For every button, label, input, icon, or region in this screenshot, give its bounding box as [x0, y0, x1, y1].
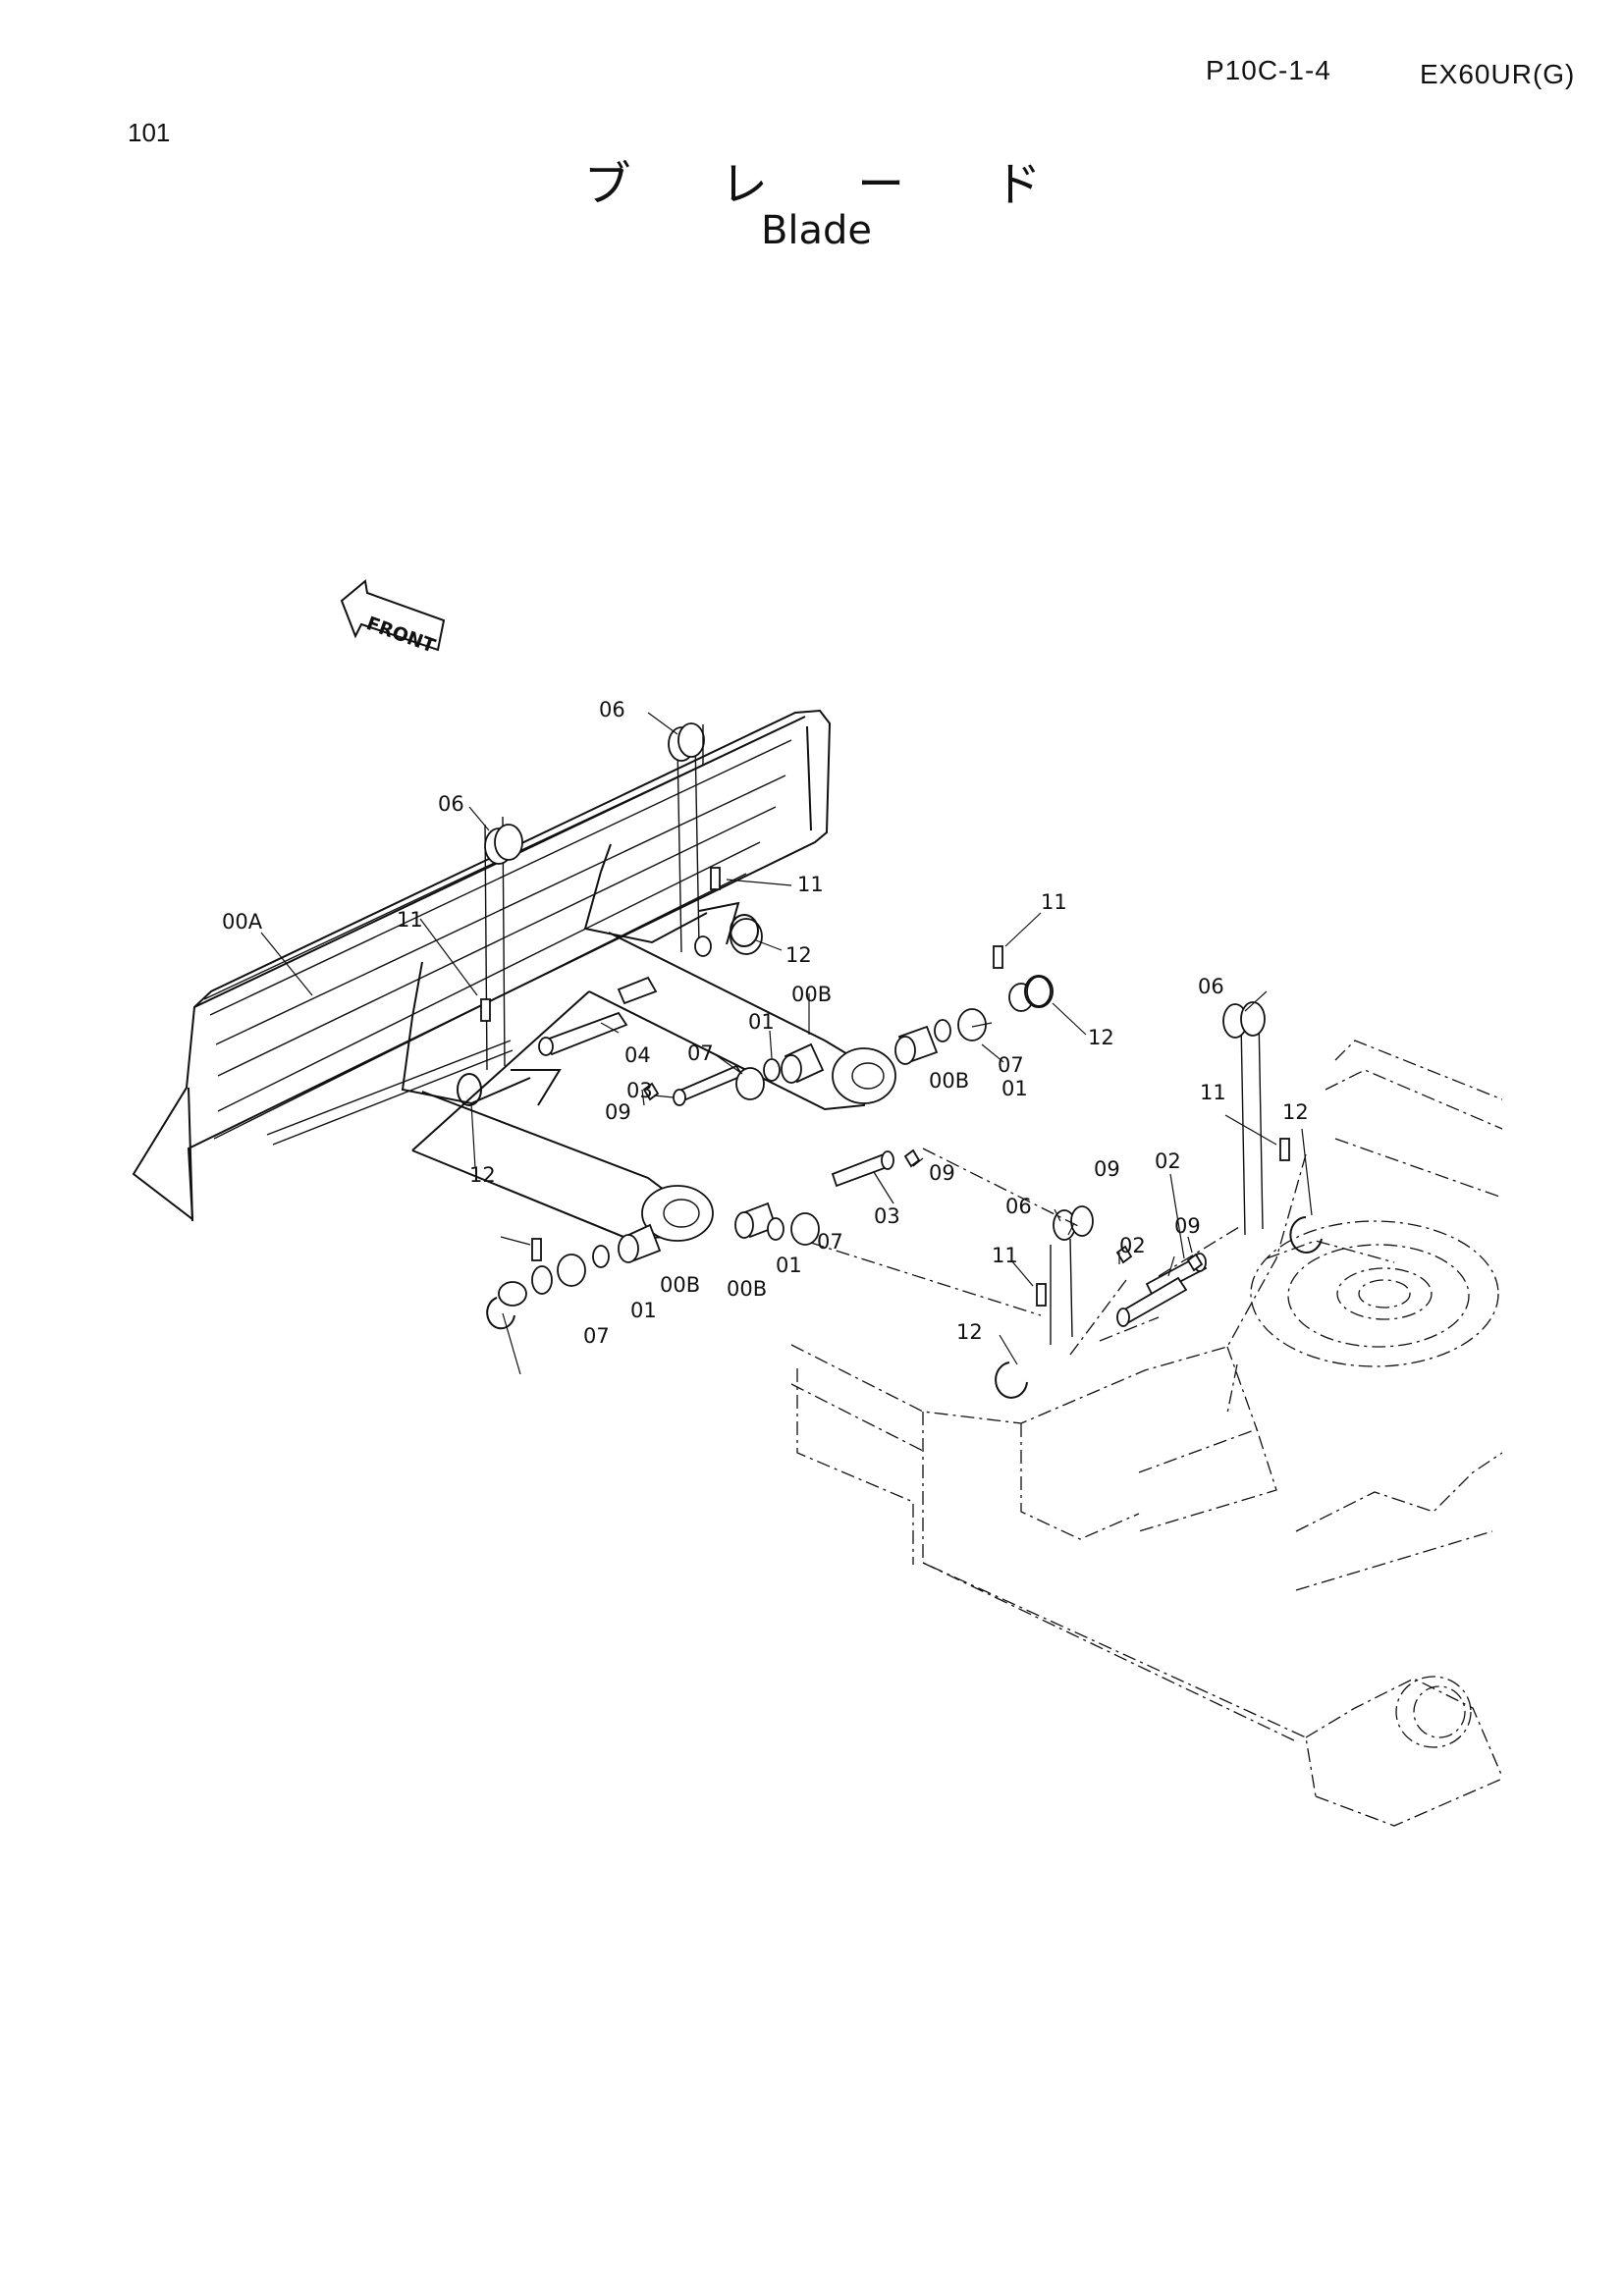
- title-japanese: ブ レ ー ド: [583, 157, 1079, 212]
- lift-arm-right: [411, 932, 896, 1151]
- bushing-group-upper: [694, 918, 1052, 1100]
- callout-12-b: 12: [1088, 1026, 1114, 1049]
- shim-bracket-b: [668, 722, 705, 953]
- callout-06-a: 06: [599, 698, 625, 721]
- callout-12-c: 12: [1282, 1100, 1309, 1124]
- callout-00B-c: 00B: [660, 1273, 700, 1297]
- blade-body: [132, 709, 832, 1222]
- title-english: Blade: [760, 208, 873, 253]
- shim-bracket-c: [1222, 1001, 1266, 1236]
- callout-06-b: 06: [438, 792, 464, 816]
- callout-02-a: 02: [1155, 1149, 1181, 1173]
- pin-03-left: [673, 1064, 744, 1106]
- pin-04: [538, 976, 658, 1056]
- snap-ring-12-group: [457, 914, 1323, 1399]
- callout-00B-d: 00B: [727, 1277, 767, 1301]
- callout-09-c: 09: [1094, 1157, 1120, 1181]
- pin-03-right: [831, 1150, 894, 1188]
- grease-fitting-09-group: [642, 1082, 1204, 1272]
- callout-09-a: 09: [605, 1100, 631, 1124]
- callout-12-a: 12: [785, 943, 812, 967]
- callout-09-d: 09: [1174, 1214, 1201, 1238]
- callout-07-c: 07: [583, 1324, 610, 1348]
- callout-11-c: 11: [1041, 890, 1067, 914]
- callout-00B-a: 00B: [791, 983, 832, 1006]
- callout-03-b: 03: [874, 1204, 900, 1228]
- callout-01-c: 01: [630, 1299, 657, 1322]
- callout-06-c: 06: [1198, 975, 1224, 998]
- page-number: 101: [128, 118, 171, 147]
- front-arrow-icon: FRONT: [340, 579, 446, 658]
- callout-07-a: 07: [687, 1041, 714, 1065]
- shim-bracket-a: [484, 816, 523, 1071]
- callout-07-b: 07: [998, 1053, 1024, 1077]
- lift-arm-left: [411, 1091, 714, 1242]
- callout-01-a: 01: [748, 1010, 775, 1034]
- callout-12-d: 12: [956, 1320, 983, 1344]
- front-label: FRONT: [363, 613, 438, 658]
- callout-06-d: 06: [1005, 1195, 1032, 1218]
- callout-04: 04: [624, 1043, 651, 1067]
- callout-11-d: 11: [1200, 1081, 1226, 1104]
- callout-09-b: 09: [929, 1161, 955, 1185]
- model-number: EX60UR(G): [1420, 59, 1576, 89]
- callout-12-e: 12: [469, 1163, 496, 1187]
- callout-11-b: 11: [797, 873, 824, 896]
- callout-02-b: 02: [1119, 1234, 1146, 1257]
- pin-02-lower: [1116, 1276, 1188, 1327]
- callout-11-a: 11: [397, 908, 423, 932]
- callout-00A: 00A: [222, 910, 263, 934]
- callout-03-a: 03: [626, 1079, 653, 1102]
- leader-lines: [260, 712, 1313, 1375]
- spring-pin-11-group: [480, 867, 1290, 1307]
- bushing-group-lower: [498, 1201, 820, 1307]
- track-frame: [790, 1040, 1503, 1827]
- callout-07-d: 07: [817, 1230, 843, 1254]
- callout-01-d: 01: [776, 1254, 802, 1277]
- callout-11-e: 11: [992, 1244, 1018, 1267]
- callout-labels: 06 06 06 06 00A 11 11 11 11 11 12 12 12 …: [222, 698, 1309, 1348]
- page-code: P10C-1-4: [1206, 55, 1331, 85]
- callout-01-b: 01: [1001, 1077, 1028, 1100]
- callout-00B-b: 00B: [929, 1069, 969, 1093]
